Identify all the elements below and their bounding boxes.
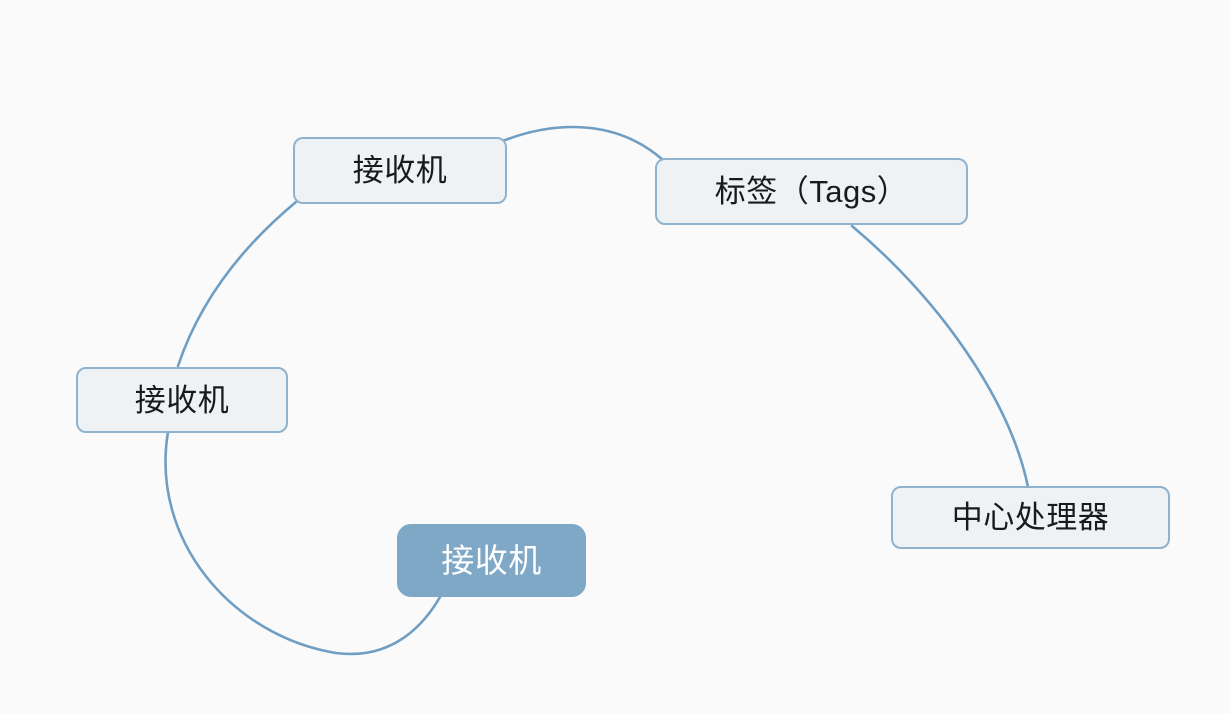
node-tags[interactable]: 标签（Tags） bbox=[655, 158, 968, 225]
node-receiver-left[interactable]: 接收机 bbox=[76, 367, 288, 433]
edge-tags-to-cpu bbox=[850, 224, 1030, 489]
node-label: 中心处理器 bbox=[951, 500, 1110, 535]
edge-receiver-top-to-receiver-left bbox=[176, 200, 298, 368]
node-receiver-selected[interactable]: 接收机 bbox=[397, 524, 586, 597]
node-cpu[interactable]: 中心处理器 bbox=[891, 486, 1170, 549]
node-label: 接收机 bbox=[134, 382, 230, 418]
edge-receiver-top-to-tags bbox=[498, 125, 665, 162]
node-label: 接收机 bbox=[441, 542, 542, 579]
edge-receiver-left-to-receiver-selected bbox=[164, 430, 442, 656]
node-label: 标签（Tags） bbox=[714, 174, 909, 209]
node-label: 接收机 bbox=[352, 153, 448, 188]
node-receiver-top[interactable]: 接收机 bbox=[293, 137, 507, 204]
